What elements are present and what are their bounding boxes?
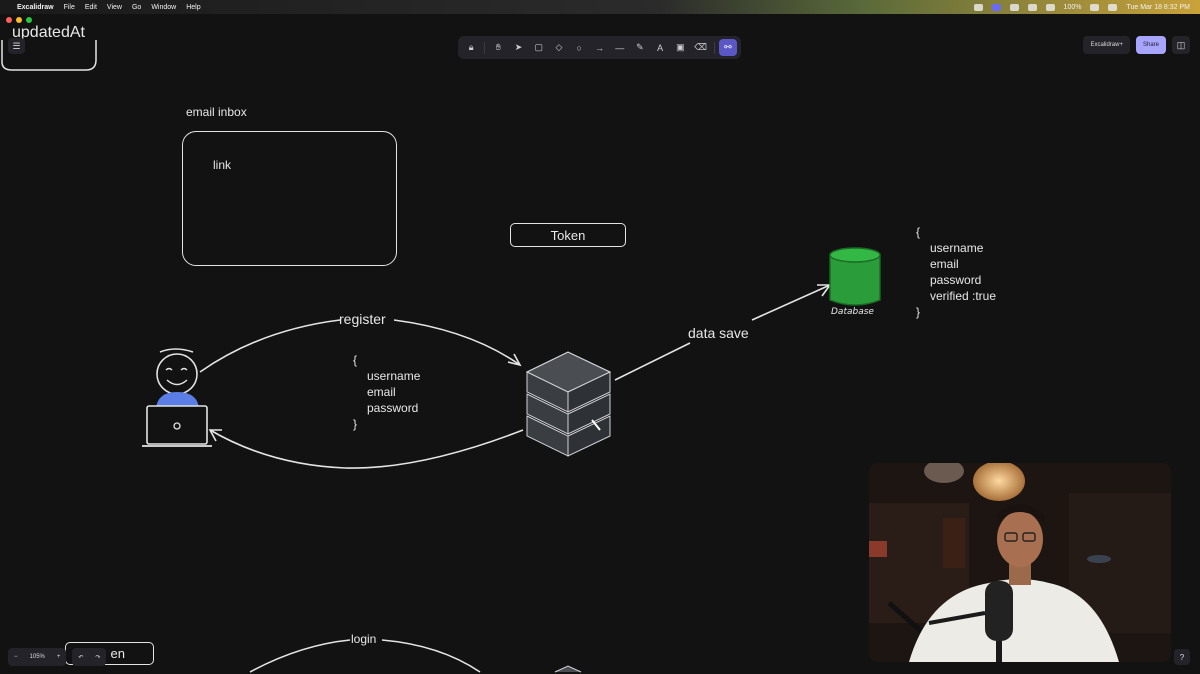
zoom-out-button[interactable]: − xyxy=(14,654,18,660)
cloud-icon[interactable] xyxy=(1009,3,1019,11)
server-illustration-partial xyxy=(554,665,582,673)
updated-at-label[interactable]: updatedAt xyxy=(12,24,85,41)
data-save-arrow-left-segment xyxy=(614,342,691,381)
menu-window[interactable]: Window xyxy=(151,3,177,11)
window-controls xyxy=(6,17,32,23)
payload-field: email xyxy=(930,257,959,271)
eraser-icon[interactable]: ⌫ xyxy=(694,42,708,52)
image-icon[interactable]: ▣ xyxy=(676,42,685,52)
user-illustration xyxy=(142,348,212,447)
menu-view[interactable]: View xyxy=(106,3,122,11)
help-button[interactable]: ? xyxy=(1174,649,1190,665)
database-illustration xyxy=(829,247,881,306)
header-actions: Excalidraw+ Share ◫ xyxy=(1083,36,1190,54)
text-icon[interactable]: A xyxy=(657,42,664,53)
microphone-icon xyxy=(985,581,1013,641)
database-label[interactable]: Database xyxy=(831,307,874,317)
payload-open-brace: { xyxy=(353,353,358,367)
register-arrow-right-segment xyxy=(393,319,521,366)
bottom-token-label: en xyxy=(110,646,125,661)
menu-bar: Excalidraw File Edit View Go Window Help… xyxy=(0,0,1200,14)
lock-icon[interactable]: 🔒︎ xyxy=(468,42,474,52)
share-button[interactable]: Share xyxy=(1135,36,1166,54)
search-icon[interactable] xyxy=(1108,3,1118,11)
register-arrow-head xyxy=(507,353,522,367)
webcam-overlay xyxy=(869,463,1171,662)
status-icon[interactable] xyxy=(973,3,983,11)
payload-field: password xyxy=(930,273,982,287)
server-illustration xyxy=(525,351,612,457)
token-label: Token xyxy=(550,227,586,243)
menu-app-name[interactable]: Excalidraw xyxy=(17,3,54,11)
library-icon: ◫ xyxy=(1176,39,1186,50)
close-window-button[interactable] xyxy=(6,17,12,23)
wifi-icon[interactable] xyxy=(1090,3,1100,11)
payload-field: username xyxy=(367,369,421,383)
menu-edit[interactable]: Edit xyxy=(84,3,97,11)
bottom-controls: − 105% + ↶ ↷ xyxy=(8,648,107,666)
response-arrow-head xyxy=(208,429,222,442)
battery-level: 100% xyxy=(1063,3,1082,11)
register-payload[interactable]: { username email password } xyxy=(353,352,420,432)
main-menu-button[interactable]: ☰ xyxy=(8,38,25,54)
history-controls: ↶ ↷ xyxy=(72,648,107,666)
library-button[interactable]: ◫ xyxy=(1172,36,1190,54)
response-arrow xyxy=(209,429,524,469)
payload-field: verified :true xyxy=(930,289,997,303)
webcam-video xyxy=(869,463,1171,662)
volume-icon[interactable] xyxy=(1045,3,1055,11)
undo-button[interactable]: ↶ xyxy=(78,654,84,661)
register-arrow-left-segment xyxy=(199,319,341,373)
excalidraw-plus-button[interactable]: Excalidraw+ xyxy=(1083,36,1130,54)
toolbar-divider xyxy=(484,41,486,54)
payload-field: username xyxy=(930,241,984,255)
email-inbox-box[interactable] xyxy=(182,131,397,266)
redo-button[interactable]: ↷ xyxy=(95,654,101,661)
display-icon[interactable] xyxy=(1027,3,1037,11)
tools-toolbar: 🔒︎ ✋︎ ➤ ▢ ◇ ○ → — ✎ A ▣ ⌫ ⚯ xyxy=(458,36,741,59)
status-area: 100% Tue Mar 18 8:32 PM xyxy=(973,0,1190,14)
hamburger-icon: ☰ xyxy=(12,40,21,51)
menu-file[interactable]: File xyxy=(63,3,75,11)
line-icon[interactable]: — xyxy=(615,42,625,53)
updated-at-box xyxy=(1,40,97,71)
token-box[interactable]: Token xyxy=(510,223,626,247)
zoom-window-button[interactable] xyxy=(26,17,32,23)
arrow-icon[interactable]: → xyxy=(594,42,604,53)
menu-go[interactable]: Go xyxy=(131,3,142,11)
pointer-icon[interactable]: ➤ xyxy=(514,42,523,52)
payload-close-brace: } xyxy=(353,417,358,431)
zoom-level[interactable]: 105% xyxy=(29,654,45,660)
rectangle-icon[interactable]: ▢ xyxy=(534,42,544,52)
link-label[interactable]: link xyxy=(213,158,232,172)
zoom-controls: − 105% + xyxy=(8,648,67,666)
payload-field: password xyxy=(367,401,419,415)
login-arrow-right-segment xyxy=(381,639,481,673)
pencil-icon[interactable]: ✎ xyxy=(636,42,644,52)
clock[interactable]: Tue Mar 18 8:32 PM xyxy=(1126,3,1190,11)
login-label[interactable]: login xyxy=(351,632,377,646)
screen-record-icon[interactable] xyxy=(991,3,1001,11)
hand-icon[interactable]: ✋︎ xyxy=(495,42,501,52)
database-payload[interactable]: { username email password verified :true… xyxy=(916,224,996,320)
payload-open-brace: { xyxy=(916,225,921,239)
data-save-arrow-right-segment xyxy=(751,284,831,321)
register-label[interactable]: register xyxy=(339,311,386,327)
login-arrow-left-segment xyxy=(249,639,351,673)
menu-help[interactable]: Help xyxy=(186,3,201,11)
cursor-icon xyxy=(591,419,601,431)
payload-field: email xyxy=(367,385,396,399)
data-save-label[interactable]: data save xyxy=(688,325,749,341)
zoom-in-button[interactable]: + xyxy=(56,654,61,660)
ellipse-icon[interactable]: ○ xyxy=(576,42,582,53)
minimize-window-button[interactable] xyxy=(16,17,22,23)
diamond-icon[interactable]: ◇ xyxy=(555,42,563,52)
payload-close-brace: } xyxy=(916,305,921,319)
email-inbox-label[interactable]: email inbox xyxy=(186,105,247,119)
extra-tools-icon[interactable]: ⚯ xyxy=(718,39,737,56)
toolbar-divider xyxy=(713,41,715,54)
